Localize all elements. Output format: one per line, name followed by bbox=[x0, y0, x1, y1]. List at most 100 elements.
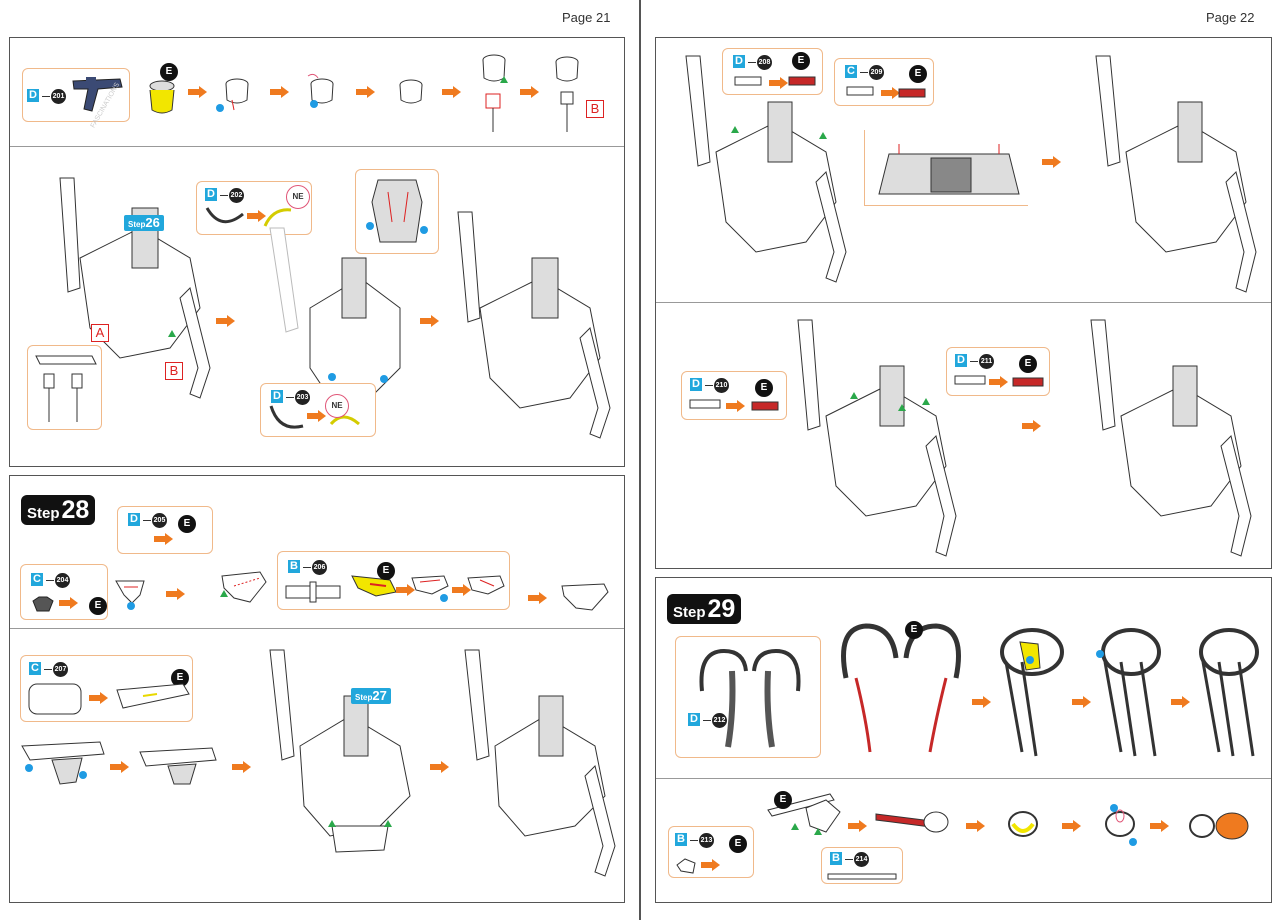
part-214-drawing bbox=[827, 873, 897, 880]
part-212-sheet-drawing bbox=[699, 648, 801, 748]
sheet-label-d: D bbox=[271, 390, 283, 403]
motor-shaft-drawing bbox=[482, 54, 506, 132]
dash bbox=[220, 195, 228, 196]
dash bbox=[703, 720, 711, 721]
marker-triangle bbox=[819, 132, 827, 139]
callout-part-212: D 212 bbox=[675, 636, 821, 758]
eye-ring-step-drawing bbox=[1105, 809, 1135, 837]
sheet-label-d: D bbox=[955, 354, 967, 367]
marker-triangle bbox=[898, 404, 906, 411]
part-number-207: 207 bbox=[53, 662, 68, 677]
pin-dot bbox=[1026, 656, 1034, 664]
robot-assembly-step28-result bbox=[464, 649, 616, 877]
e-tool-badge: E bbox=[377, 562, 395, 580]
motor-step-drawing bbox=[307, 73, 334, 104]
part-206-step-drawing bbox=[411, 575, 449, 595]
eye-rod-red-drawing bbox=[875, 811, 949, 833]
robot-assembly-feet-208 bbox=[685, 55, 847, 283]
pin-dot bbox=[420, 226, 428, 234]
part-number-205: 205 bbox=[152, 513, 167, 528]
part-201-sheet-drawing bbox=[72, 77, 123, 112]
part-210-folded-drawing bbox=[751, 401, 779, 411]
e-tool-badge: E bbox=[171, 669, 189, 687]
part-206-drawing bbox=[285, 581, 341, 603]
callout-foot-detail bbox=[864, 130, 1028, 206]
sheet-label-d: D bbox=[128, 513, 140, 526]
robot-assembly-feet-result bbox=[1095, 55, 1257, 293]
dash bbox=[970, 361, 978, 362]
pin-dot bbox=[1096, 650, 1104, 658]
marker-triangle bbox=[220, 590, 228, 597]
part-206-final-drawing bbox=[467, 575, 505, 595]
callout-part-201: D 201 bbox=[22, 68, 130, 122]
part-number-213: 213 bbox=[699, 833, 714, 848]
assembly-label-a: A bbox=[91, 324, 109, 342]
panel-step-28-continued: D 208 E C 209 E D 210 bbox=[655, 37, 1272, 569]
foot-plate-drawing bbox=[21, 741, 105, 785]
step-29-badge: Step29 bbox=[667, 594, 742, 624]
section-divider bbox=[10, 146, 624, 147]
part-number-212: 212 bbox=[712, 713, 727, 728]
dash bbox=[42, 96, 50, 97]
page-divider bbox=[639, 0, 641, 920]
callout-part-214: B 214 bbox=[821, 847, 903, 884]
callout-part-209: C 209 E bbox=[834, 58, 934, 106]
callout-part-213: B 213 E bbox=[668, 826, 754, 878]
chest-detail-drawing bbox=[371, 179, 423, 243]
callout-part-210: D 210 E bbox=[681, 371, 787, 420]
dash bbox=[705, 385, 713, 386]
foot-detail-drawing bbox=[878, 144, 1020, 195]
part-number-206: 206 bbox=[312, 560, 327, 575]
part-204-drawing bbox=[32, 596, 54, 612]
robot-assembly-hips-result bbox=[1090, 319, 1252, 557]
part-207-folded-drawing bbox=[116, 683, 190, 709]
part-number-211: 211 bbox=[979, 354, 994, 369]
marker-triangle bbox=[922, 398, 930, 405]
e-tool-badge: E bbox=[755, 379, 773, 397]
pelvis-piece-drawing bbox=[115, 580, 145, 604]
pin-dot bbox=[328, 373, 336, 381]
pin-dot bbox=[216, 104, 224, 112]
e-tool-badge: E bbox=[909, 65, 927, 83]
motor-shaft-drawing bbox=[555, 56, 579, 132]
callout-bracket-motors bbox=[27, 345, 102, 430]
eye-rod-assembly-drawing bbox=[767, 793, 841, 833]
assembly-label-b: B bbox=[165, 362, 183, 380]
robot-assembly-step26 bbox=[59, 177, 211, 399]
foot-plate-result bbox=[139, 747, 217, 785]
e-tool-badge: E bbox=[729, 835, 747, 853]
sheet-label-b: B bbox=[288, 560, 300, 573]
step-27-badge: Step27 bbox=[351, 688, 391, 704]
section-divider bbox=[656, 302, 1271, 303]
part-number-204: 204 bbox=[55, 573, 70, 588]
part-number-203: 203 bbox=[295, 390, 310, 405]
marker-triangle bbox=[384, 820, 392, 827]
pelvis-piece-drawing bbox=[221, 571, 267, 603]
sheet-label-d: D bbox=[205, 188, 217, 201]
callout-part-211: D 211 E bbox=[946, 347, 1050, 396]
callout-part-207: C 207 E bbox=[20, 655, 193, 722]
pin-dot bbox=[366, 222, 374, 230]
part-202-wire-drawing bbox=[205, 207, 292, 227]
marker-triangle bbox=[731, 126, 739, 133]
headframe-pieces-drawing bbox=[841, 623, 961, 753]
robot-assembly-hips bbox=[797, 319, 957, 557]
panel-step-29: Step29 D 212 E B 213 bbox=[655, 577, 1272, 903]
e-tool-badge: E bbox=[89, 597, 107, 615]
pin-dot bbox=[440, 594, 448, 602]
part-211-folded-drawing bbox=[1012, 377, 1044, 387]
dash bbox=[860, 72, 868, 73]
part-209-drawing bbox=[846, 86, 874, 96]
part-number-210: 210 bbox=[714, 378, 729, 393]
e-tool-badge: E bbox=[1019, 355, 1037, 373]
sheet-label-b: B bbox=[675, 833, 687, 846]
pin-dot bbox=[1110, 804, 1118, 812]
headframe-assembly-drawing bbox=[1101, 628, 1161, 757]
section-divider bbox=[656, 778, 1271, 779]
pin-dot bbox=[1129, 838, 1137, 846]
part-209-folded-drawing bbox=[898, 88, 926, 98]
motor-yellow-wrap-drawing bbox=[149, 80, 175, 114]
dash bbox=[303, 567, 311, 568]
dash bbox=[845, 859, 853, 860]
motor-step-drawing bbox=[399, 79, 423, 104]
